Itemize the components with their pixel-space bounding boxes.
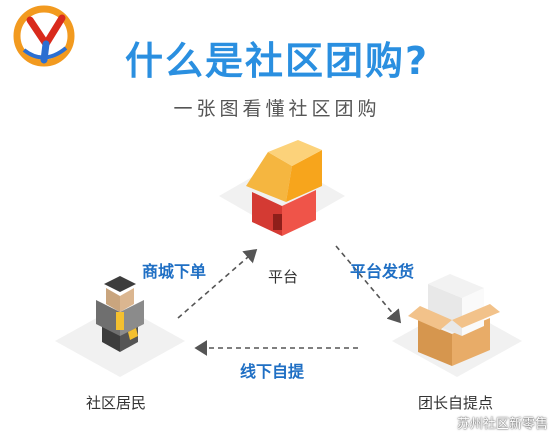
watermark: 苏州社区新零售 bbox=[456, 417, 548, 432]
page-subtitle: 一张图看懂社区团购 bbox=[173, 98, 381, 120]
arrow-ship bbox=[335, 245, 402, 324]
edge-label-ship: 平台发货 bbox=[350, 262, 415, 281]
house-icon bbox=[246, 140, 322, 236]
node-label-resident: 社区居民 bbox=[86, 394, 147, 412]
page-title: 什么是社区团购? bbox=[124, 39, 430, 83]
node-label-platform: 平台 bbox=[268, 268, 299, 286]
node-label-leader: 团长自提点 bbox=[418, 394, 494, 412]
person-icon bbox=[96, 276, 144, 352]
edge-label-order: 商城下单 bbox=[142, 262, 207, 281]
box-icon bbox=[408, 274, 500, 366]
logo bbox=[13, 5, 75, 67]
edge-label-pickup: 线下自提 bbox=[240, 362, 305, 381]
